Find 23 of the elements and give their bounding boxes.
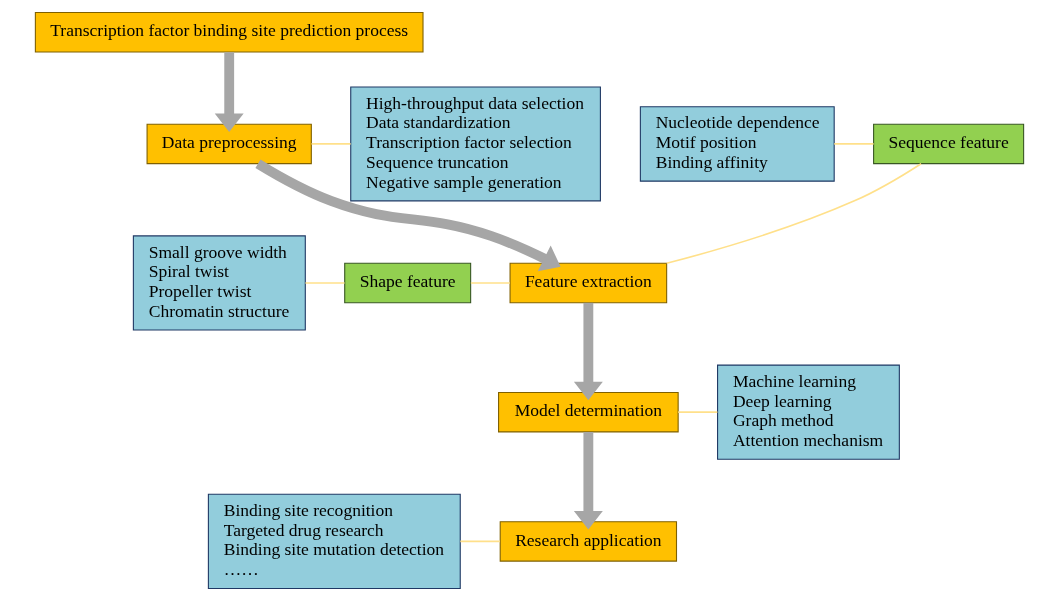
node-box: Small groove width Spiral twist Propeller twist Chromatin structure <box>132 235 306 331</box>
connector <box>459 540 501 543</box>
connector <box>470 282 511 284</box>
arrow <box>573 432 603 530</box>
node-box: High-throughput data selection Data standardization Transcription factor selection Sequence truncation Negative sample generation <box>350 86 601 202</box>
node-box: Binding site recognition Targeted drug research Binding site mutation detection …… <box>207 493 461 590</box>
node-box: Shape feature <box>344 262 472 304</box>
node-box: Feature extraction <box>509 262 668 304</box>
connector <box>665 162 922 265</box>
connector <box>304 282 346 284</box>
node-box: Transcription factor binding site prediction process <box>34 11 424 53</box>
node-box: Data preprocessing <box>146 123 312 165</box>
node-box: Machine learning Deep learning Graph method Attention mechanism <box>717 364 900 460</box>
arrow <box>573 302 603 401</box>
node-box: Nucleotide dependence Motif position Binding affinity <box>639 106 835 182</box>
connector <box>677 411 719 413</box>
connector <box>310 143 352 145</box>
arrow <box>214 52 244 132</box>
node-box: Sequence feature <box>873 123 1025 165</box>
node-box: Model determination <box>498 391 679 433</box>
arrow <box>255 159 561 272</box>
node-box: Research application <box>499 521 678 562</box>
connector <box>833 143 875 145</box>
